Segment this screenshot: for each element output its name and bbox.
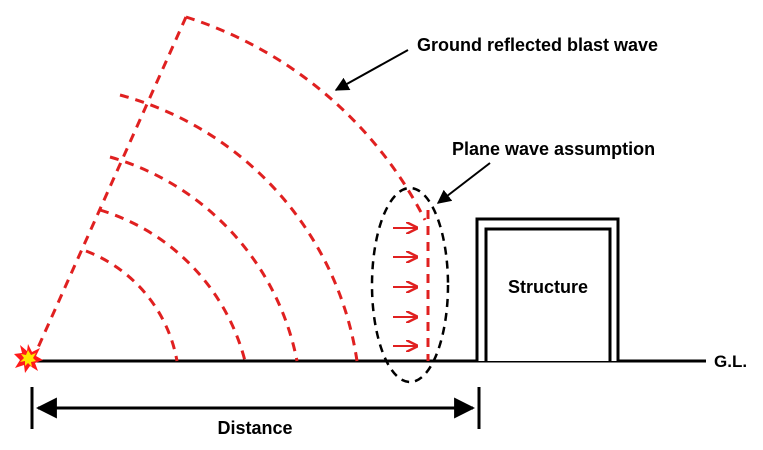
plane-wave-ellipse xyxy=(370,186,450,384)
distance-label: Distance xyxy=(217,418,292,438)
structure-label: Structure xyxy=(508,277,588,297)
structure-inner-wall xyxy=(484,227,612,361)
wavefront-5 xyxy=(185,15,427,221)
plane-wave-pointer xyxy=(436,162,491,204)
plane-wave-label: Plane wave assumption xyxy=(452,139,655,159)
explosion-icon xyxy=(14,344,43,373)
distance-dimension xyxy=(30,387,481,429)
ground-reflected-label: Ground reflected blast wave xyxy=(417,35,658,55)
wavefront-3 xyxy=(109,155,299,362)
structure-outer-wall xyxy=(475,217,620,361)
wavefront-1 xyxy=(85,249,179,362)
wavefront-4 xyxy=(119,93,359,362)
ground-level-label: G.L. xyxy=(714,352,747,371)
blast-wavefronts xyxy=(30,15,430,362)
radial-boundary xyxy=(30,16,188,362)
wavefront-2 xyxy=(99,208,247,362)
plane-wave-arrows xyxy=(393,228,417,346)
structure xyxy=(475,217,620,361)
ground-reflected-pointer xyxy=(334,49,409,91)
